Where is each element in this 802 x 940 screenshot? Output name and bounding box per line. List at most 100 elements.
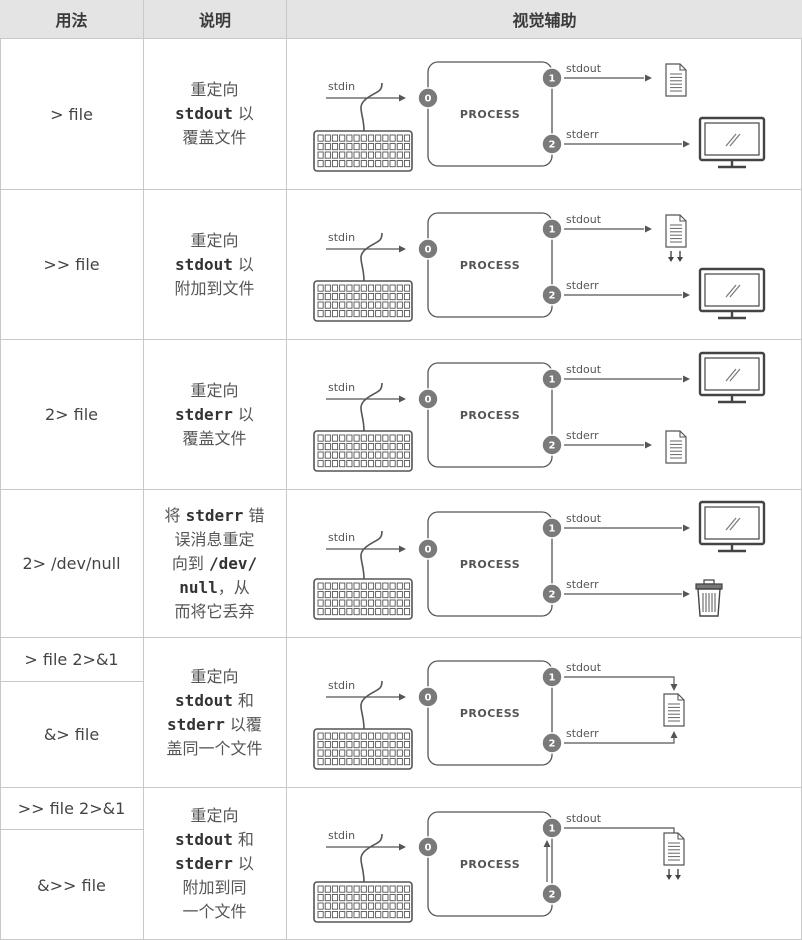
fd1-icon: 1	[541, 817, 563, 839]
explanation-line: 误消息重定	[174, 528, 254, 552]
code-token: null	[179, 577, 218, 597]
svg-text:2: 2	[549, 441, 556, 452]
explanation-text: 向到	[171, 553, 209, 573]
process-label: PROCESS	[460, 558, 520, 571]
process-label: PROCESS	[460, 409, 520, 422]
monitor-icon	[698, 116, 766, 169]
explanation-line: 重定向	[190, 379, 238, 403]
explanation-line: stderr 以覆	[167, 713, 262, 737]
svg-text:1: 1	[549, 524, 556, 535]
fd0-icon: 0	[417, 686, 439, 708]
keyboard-icon	[313, 578, 413, 620]
explanation-line: 重定向	[190, 665, 238, 689]
stderr-label: stderr	[566, 128, 599, 141]
append-arrows-icon	[666, 869, 681, 880]
monitor-icon	[698, 500, 766, 553]
explanation-text: 重定向	[190, 666, 239, 686]
stdin-label: stdin	[328, 381, 355, 394]
fd2-icon: 2	[541, 434, 563, 456]
explanation-line: null，从	[179, 576, 250, 600]
fd0-icon: 0	[417, 836, 439, 858]
process-label: PROCESS	[460, 707, 520, 720]
fd2-icon: 2	[541, 284, 563, 306]
header-explanation: 说明	[144, 0, 286, 38]
svg-text:1: 1	[549, 673, 556, 684]
fd2-icon: 2	[541, 732, 563, 754]
append-arrows-icon	[668, 251, 683, 262]
keyboard-icon	[313, 881, 413, 923]
explanation-text: 而将它丢弃	[174, 601, 255, 621]
explanation-text: 以	[232, 404, 254, 424]
usage-cell: >> file 2>&1	[17, 799, 126, 818]
fd2-icon: 2	[541, 883, 563, 905]
stdout-label: stdout	[566, 363, 602, 376]
keyboard-icon	[313, 130, 413, 172]
file-icon	[665, 430, 687, 464]
file-append-icon	[665, 214, 687, 248]
stdin-label: stdin	[328, 231, 355, 244]
svg-text:1: 1	[549, 824, 556, 835]
code-token: stdout	[175, 254, 233, 274]
explanation-text: 和	[232, 690, 254, 710]
explanation-line: 重定向	[190, 229, 238, 253]
explanation-text: 以	[232, 104, 254, 123]
stdin-label: stdin	[328, 80, 355, 93]
usage-cell: 2> file	[44, 405, 99, 424]
explanation-text: 盖同一个文件	[166, 738, 263, 758]
svg-text:0: 0	[425, 245, 432, 256]
code-token: stdout	[175, 690, 233, 710]
explanation-text: 重定向	[190, 80, 239, 99]
process-box	[427, 212, 553, 318]
usage-cell: >> file	[43, 255, 100, 274]
svg-text:2: 2	[549, 291, 556, 302]
fd0-icon: 0	[417, 238, 439, 260]
code-token: stderr	[175, 404, 233, 424]
svg-text:1: 1	[549, 225, 556, 236]
process-box	[427, 511, 553, 617]
process-label: PROCESS	[460, 108, 520, 121]
explanation-line: 重定向	[190, 78, 238, 102]
file-icon	[665, 63, 687, 97]
svg-text:0: 0	[425, 94, 432, 105]
fd1-icon: 1	[541, 368, 563, 390]
explanation-line: stdout 以	[175, 253, 254, 277]
explanation-line: 覆盖文件	[182, 126, 246, 150]
monitor-icon	[698, 267, 766, 320]
explanation-line: 一个文件	[182, 900, 246, 924]
fd2-icon: 2	[541, 133, 563, 155]
explanation-line: 向到 /dev/	[172, 552, 257, 576]
explanation-line: stdout 和	[175, 689, 254, 713]
explanation-line: 附加到同	[182, 876, 246, 900]
stdout-label: stdout	[566, 213, 602, 226]
usage-cell: > file	[50, 104, 93, 124]
explanation-line: stdout 和	[175, 828, 254, 852]
code-token: stderr	[167, 714, 225, 734]
fd1-icon: 1	[541, 666, 563, 688]
header-usage: 用法	[0, 0, 143, 38]
explanation-text: 附加到同	[182, 878, 247, 897]
stderr-label: stderr	[566, 727, 599, 740]
code-token: stdout	[175, 830, 233, 849]
code-token: stderr	[175, 854, 233, 873]
explanation-text: 和	[232, 830, 254, 849]
explanation-text: 错	[243, 505, 265, 525]
explanation-text: 将	[164, 505, 186, 525]
svg-text:1: 1	[549, 74, 556, 85]
file-icon	[663, 693, 685, 727]
explanation-text: ，从	[217, 577, 250, 597]
svg-text:1: 1	[549, 375, 556, 386]
explanation-text: 以	[232, 854, 254, 873]
explanation-line: 覆盖文件	[182, 427, 246, 451]
svg-text:2: 2	[549, 890, 556, 901]
usage-cell: > file 2>&1	[24, 650, 119, 669]
svg-text:2: 2	[549, 140, 556, 151]
stdin-label: stdin	[328, 679, 355, 692]
stdout-label: stdout	[566, 661, 602, 674]
svg-text:0: 0	[425, 693, 432, 704]
